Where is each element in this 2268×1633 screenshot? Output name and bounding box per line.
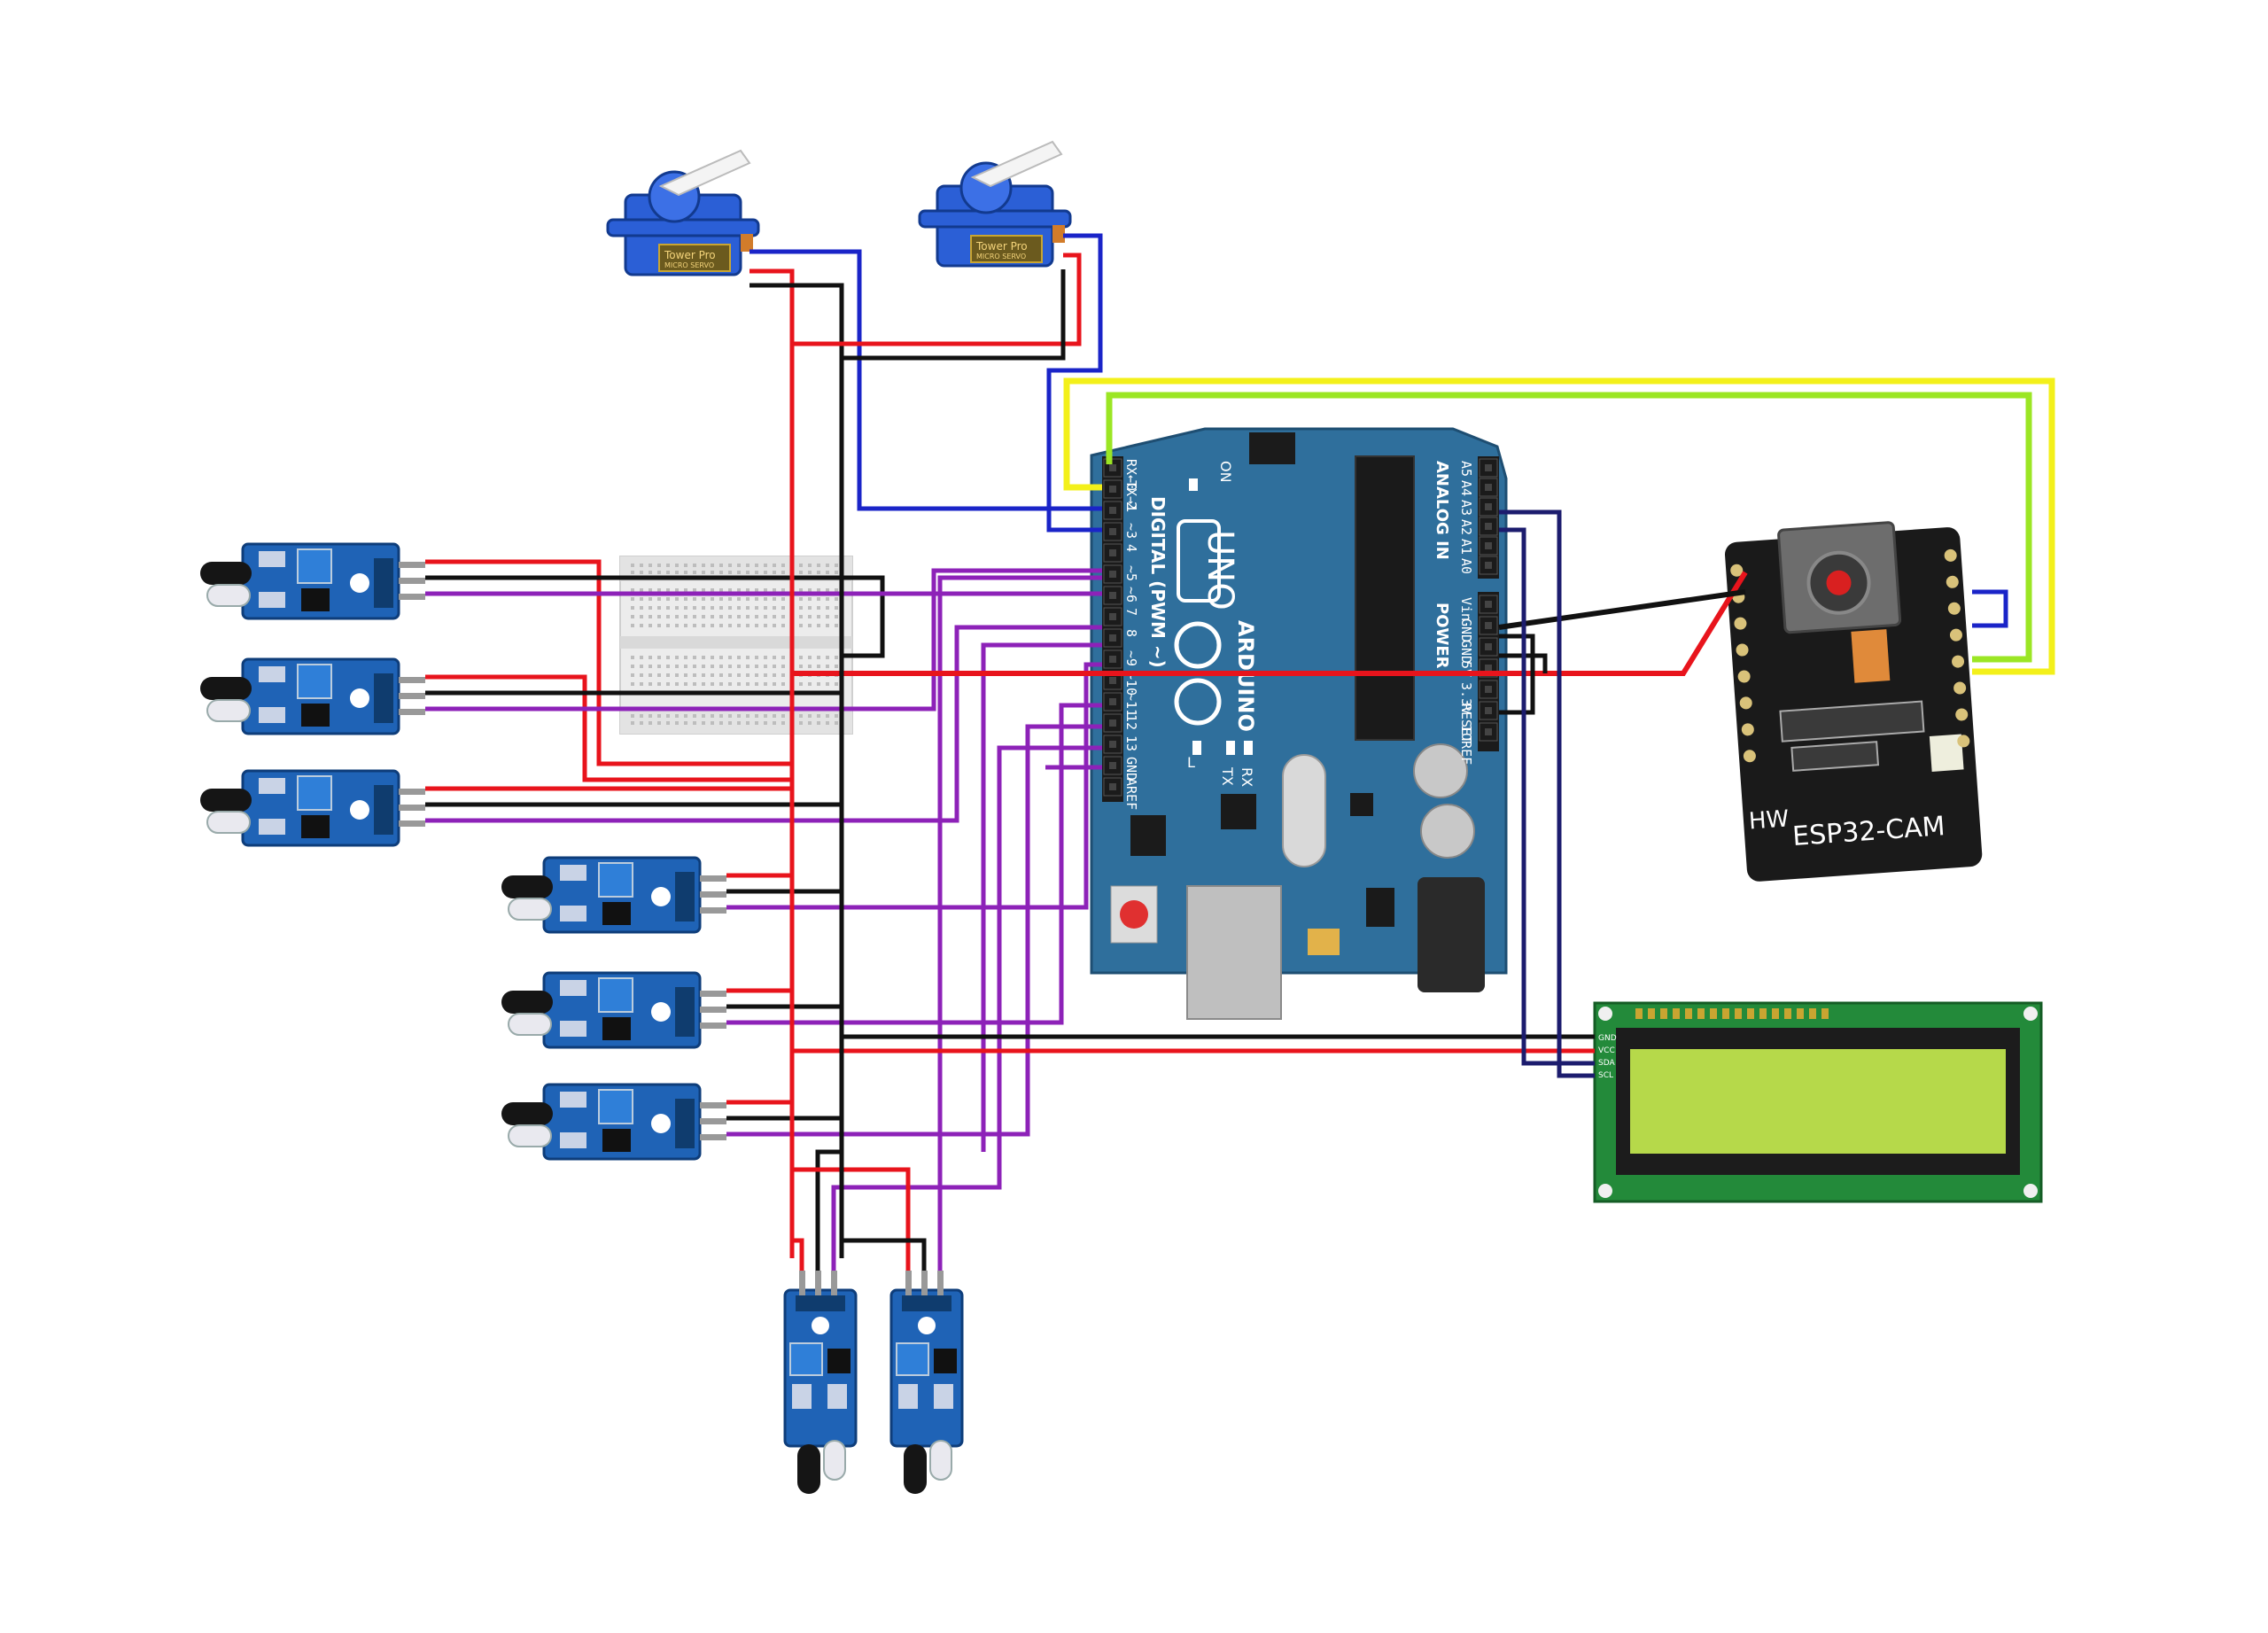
digital-pin-label-8: 8 [1123, 629, 1139, 637]
wire-esp-blue-loop [1972, 589, 2008, 628]
servo-right-model: MICRO SERVO [976, 253, 1026, 261]
lcd-pin-label-scl: SCL [1598, 1071, 1613, 1080]
wire-lcd-sda [1499, 527, 1595, 1066]
analog-in-label: ANALOG IN [1433, 461, 1451, 560]
l-led-label: L [1187, 754, 1195, 771]
servo-left-brand: Tower Pro [664, 249, 716, 261]
wire-gnd-black [1498, 589, 1746, 630]
digital-pin-label-2: 2 [1123, 502, 1139, 509]
esp32-maker-label: HW [1748, 805, 1790, 835]
ir-sensor-6 [500, 1083, 728, 1161]
digital-pin-label-14: GND [1123, 757, 1139, 781]
wire-servo-right-signal [1046, 233, 1103, 533]
digital-pin-label-5: ~5 [1123, 565, 1139, 581]
power-pin-label-0: Vin [1458, 597, 1474, 621]
ir-sensor-4 [500, 856, 728, 934]
digital-pin-label-9: ~9 [1123, 650, 1139, 666]
wire-yellow-tx [1063, 377, 2055, 675]
lcd-16x2-display-icon: GND VCC SDA SCL [1593, 1001, 2043, 1203]
servo-right-brand: Tower Pro [975, 240, 1028, 253]
power-pin-label-1: GND [1458, 618, 1474, 642]
digital-pin-label-6: ~6 [1123, 587, 1139, 603]
power-pin-label-5: RESET [1458, 704, 1474, 743]
analog-pin-label-5: A0 [1458, 558, 1474, 574]
power-pin-label-4: 3.3V [1458, 682, 1474, 714]
digital-pin-label-11: ~11 [1123, 693, 1139, 717]
on-led-label: ON [1217, 461, 1234, 483]
lcd-pin-label-gnd: GND [1598, 1034, 1617, 1043]
servo-motor-right: Tower Pro MICRO SERVO [918, 140, 1072, 268]
analog-pin-label-1: A4 [1458, 480, 1474, 496]
wire-5v-red [792, 571, 1748, 676]
analog-pin-label-2: A3 [1458, 500, 1474, 516]
servo-left-model: MICRO SERVO [664, 261, 714, 269]
ir-sensor-7 [783, 1269, 858, 1496]
digital-pin-label-7: 7 [1123, 608, 1139, 616]
lcd-pin-labels: GND VCC SDA SCL [1598, 1034, 1617, 1080]
rx-led-label: RX [1239, 767, 1255, 787]
wire-servo-right-black [842, 269, 1066, 361]
digital-pin-label-3: ~3 [1123, 523, 1139, 539]
power-pin-label-2: GND [1458, 640, 1474, 664]
wires [425, 233, 2055, 1271]
digital-pin-label-1: TX→1 [1123, 480, 1139, 512]
digital-pin-label-15: AREF [1123, 778, 1139, 810]
arduino-uno-board-icon: UNO ARDUINO DIGITAL (PWM ~) ANALOG IN PO… [1090, 427, 1508, 1020]
analog-pin-label-3: A2 [1458, 519, 1474, 535]
ir-sensor-8 [889, 1269, 964, 1496]
ir-sensor-2 [198, 657, 427, 735]
wire-servo-right-red [792, 253, 1082, 346]
ir-sensor-1 [198, 542, 427, 620]
analog-pin-label-4: A1 [1458, 539, 1474, 555]
power-pin-label-6: IOREF [1458, 725, 1474, 765]
power-label: POWER [1433, 603, 1451, 669]
digital-pin-label-12: 12 [1123, 714, 1139, 730]
tx-led-label: TX [1219, 766, 1236, 786]
wire-servo-left-signal [750, 249, 1102, 511]
lcd-pin-label-sda: SDA [1598, 1059, 1615, 1068]
lcd-pin-label-vcc: VCC [1598, 1046, 1615, 1055]
digital-pin-label-13: 13 [1123, 735, 1139, 751]
wire-lcd-scl [1499, 509, 1595, 1078]
servo-motor-left: Tower Pro MICRO SERVO [606, 149, 760, 276]
digital-pin-label-4: 4 [1123, 544, 1139, 552]
esp32-cam-module-icon: ESP32-CAM HW [1724, 521, 1983, 882]
digital-pwm-label: DIGITAL (PWM ~) [1147, 496, 1169, 668]
arduino-uno-label: UNO [1200, 530, 1240, 610]
ir-sensor-3 [198, 769, 427, 847]
wire-green-rx [1106, 392, 2032, 663]
ir-sensor-5 [500, 971, 728, 1049]
digital-pin-label-0: RX←0 [1123, 459, 1139, 491]
digital-pin-label-10: ~10 [1123, 672, 1139, 696]
wire-servo-left-black [750, 283, 844, 1258]
analog-pin-label-0: A5 [1458, 461, 1474, 477]
